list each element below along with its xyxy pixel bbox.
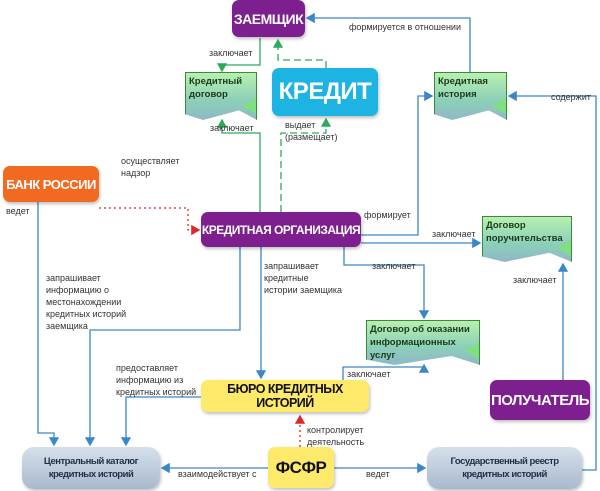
- node-credit: КРЕДИТ: [272, 68, 378, 116]
- label-controls: контролирует деятельность: [307, 425, 365, 447]
- node-info-services-contract: Договор об оказании информационных услуг: [366, 320, 480, 365]
- edge-borrower-contract: [216, 38, 261, 73]
- edge-credit-borrower: [272, 38, 327, 68]
- edge-org-infocontract: [343, 247, 430, 320]
- label-requests-histories: запрашивает кредитные истории заемщика: [264, 261, 343, 295]
- node-state-registry: Государственный реестр кредитных историй: [427, 447, 582, 489]
- label-formed-regarding: формируется в отношении: [349, 22, 461, 32]
- edge-bureau-infocontract: [342, 363, 430, 380]
- node-credit-history: Кредитная история: [434, 72, 507, 120]
- edge-org-catalog: [84, 247, 241, 447]
- edge-bank-org: [99, 207, 201, 236]
- node-fsfr: ФСФР: [268, 447, 334, 488]
- label-contains: содержит: [551, 92, 591, 102]
- label-concludes: заключает: [372, 261, 416, 271]
- document-fold-icon: [492, 98, 506, 114]
- credit-history-label: Кредитная история: [438, 76, 488, 100]
- label-concludes: заключает: [210, 123, 254, 133]
- edge-org-contract: [216, 118, 261, 212]
- document-fold-icon: [465, 343, 479, 359]
- label-maintains: ведет: [6, 206, 30, 216]
- document-fold-icon: [557, 240, 571, 256]
- edge-registry-history: [507, 90, 597, 471]
- label-forms: формирует: [364, 210, 411, 220]
- node-bureau: БЮРО КРЕДИТНЫХ ИСТОРИЙ: [201, 380, 369, 412]
- label-interacts: взаимодействует с: [178, 469, 257, 479]
- edge-bureau-catalog: [120, 396, 201, 447]
- label-concludes: заключает: [209, 48, 253, 58]
- label-supervises: осуществляет надзор: [121, 156, 180, 178]
- edge-bank-catalog: [37, 202, 60, 447]
- label-concludes: заключает: [513, 275, 557, 285]
- document-fold-icon: [242, 98, 256, 114]
- credit-contract-label: Кредитный договор: [189, 76, 243, 100]
- label-issues: выдает (размещает): [285, 120, 338, 142]
- node-credit-contract: Кредитный договор: [185, 72, 257, 120]
- label-maintains: ведет: [366, 469, 390, 479]
- info-contract-label: Договор об оказании информационных услуг: [370, 324, 470, 361]
- edge-org-history: [361, 90, 434, 236]
- node-central-catalog: Центральный каталог кредитных историй: [22, 447, 160, 489]
- node-guarantee-contract: Договор поручительства: [482, 216, 572, 262]
- label-provides-info: предоставляет информацию из кредитных ис…: [116, 363, 197, 397]
- edge-history-borrower: [305, 12, 471, 72]
- label-requests-location: запрашивает информацию о местонахождении…: [46, 273, 127, 331]
- node-borrower: ЗАЕМЩИК: [232, 0, 305, 37]
- label-concludes: заключает: [432, 229, 476, 239]
- node-bank-of-russia: БАНК РОССИИ: [3, 166, 99, 202]
- guarantee-contract-label: Договор поручительства: [486, 220, 563, 244]
- node-credit-org: КРЕДИТНАЯ ОРГАНИЗАЦИЯ: [201, 212, 361, 247]
- node-recipient: ПОЛУЧАТЕЛЬ: [490, 380, 590, 420]
- label-concludes: заключает: [347, 369, 391, 379]
- edge-org-credit: [280, 117, 332, 212]
